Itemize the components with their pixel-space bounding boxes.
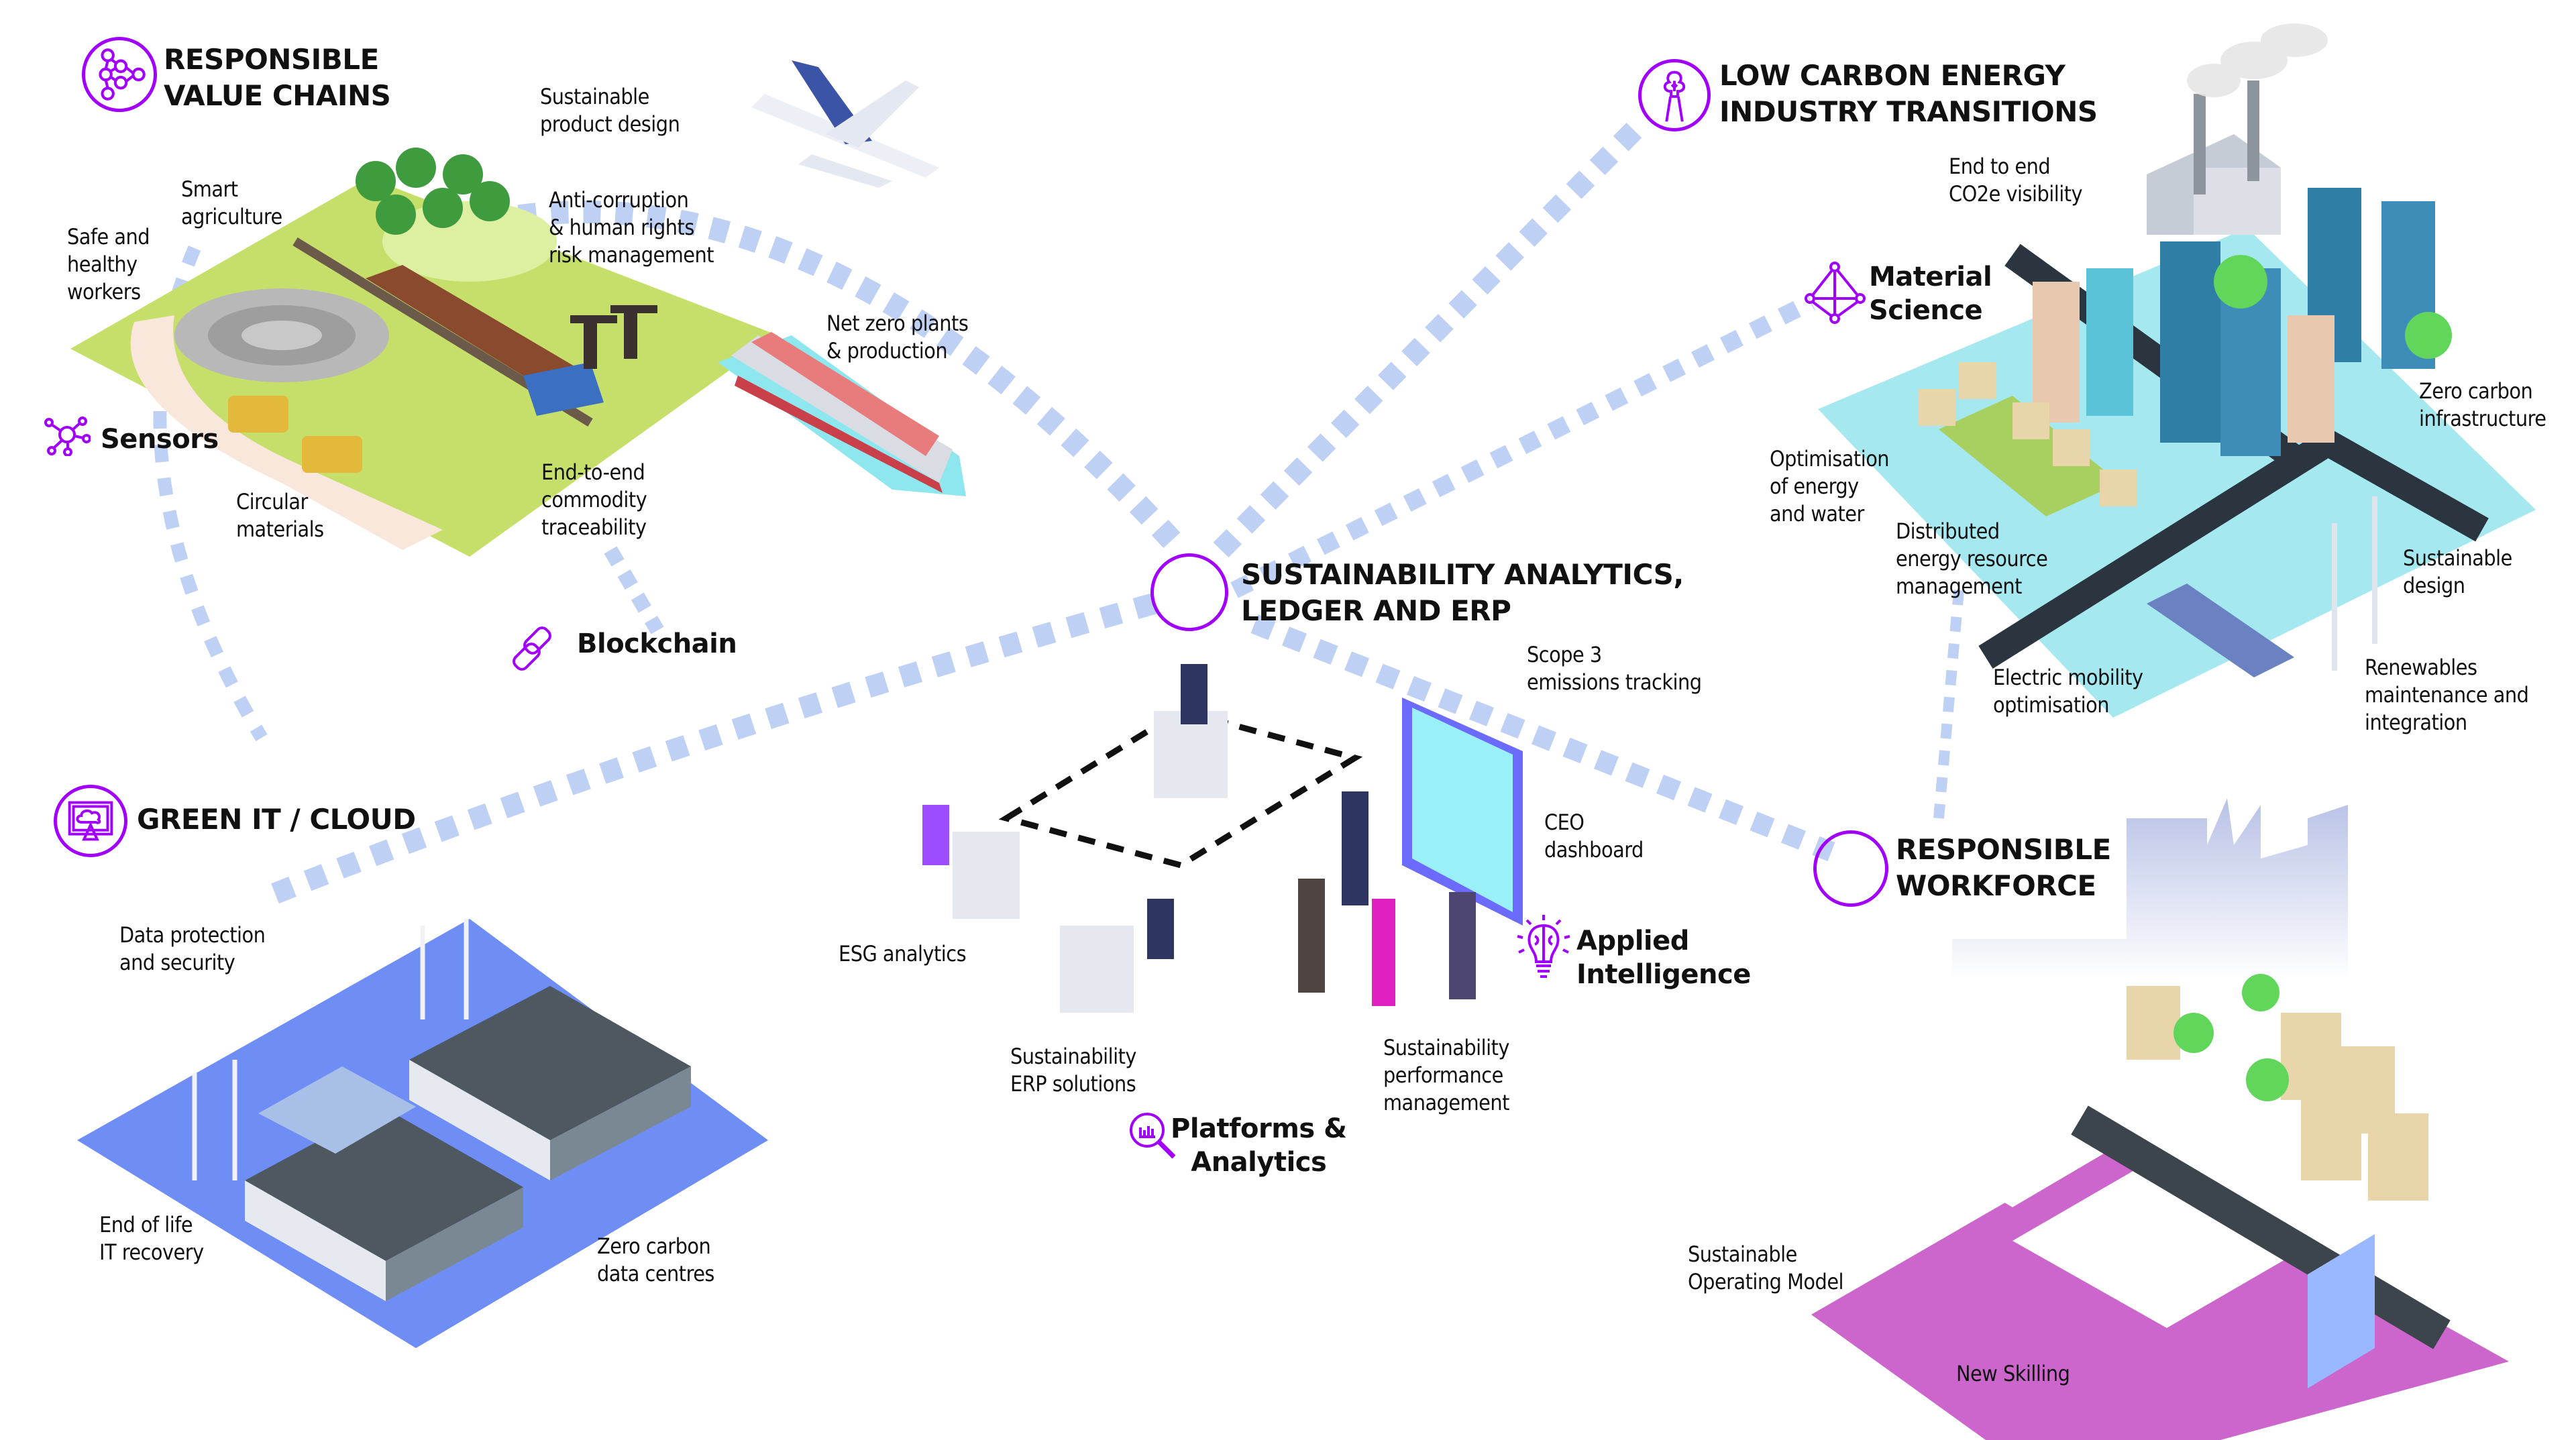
label-smart-agriculture: Smart agriculture	[181, 176, 282, 229]
capability-label: Sensors	[101, 424, 219, 455]
connector-energy-workforce	[1933, 590, 1964, 819]
airplane	[751, 60, 939, 188]
freight-train	[366, 265, 604, 416]
brain-bulb-icon	[1517, 915, 1570, 978]
empty-circle-icon	[1813, 830, 1888, 907]
connector-material-science	[1230, 294, 1815, 598]
trees-workforce	[2174, 974, 2289, 1101]
solar-panels	[258, 1066, 416, 1154]
label-data-centres: Zero carbon data centres	[597, 1233, 714, 1286]
pillar-title: RESPONSIBLE WORKFORCE	[1896, 833, 2111, 902]
value-chain-nodes-icon	[82, 37, 157, 112]
pillar-title: LOW CARBON ENERGY INDUSTRY TRANSITIONS	[1719, 59, 2098, 128]
pillar-title: RESPONSIBLE VALUE CHAINS	[164, 43, 391, 112]
label-erp-solutions: Sustainability ERP solutions	[1010, 1044, 1136, 1097]
pillar-title: GREEN IT / CLOUD	[137, 803, 416, 836]
mining-trucks	[228, 396, 362, 473]
oil-pumps	[570, 305, 657, 369]
label-co2e-visibility: End to end CO2e visibility	[1949, 154, 2083, 207]
label-distributed-energy: Distributed energy resource management	[1896, 518, 2048, 599]
value-chains-scene	[70, 148, 778, 557]
value-chains-ground	[70, 178, 778, 557]
workforce-scene	[1811, 798, 2509, 1440]
connector-green-it	[258, 593, 1157, 909]
skyline	[1952, 798, 2348, 979]
solar-field	[2147, 584, 2294, 677]
chimney-tree-icon	[1638, 59, 1711, 131]
label-circular-materials: Circular materials	[236, 489, 324, 542]
plantation-clearing	[382, 201, 557, 282]
wind-turbines	[2332, 496, 2377, 671]
label-data-protection: Data protection and security	[119, 922, 266, 975]
solar-houses	[2127, 986, 2428, 1201]
molecule-icon	[1805, 262, 1866, 324]
capability-label: Platforms & Analytics	[1171, 1113, 1347, 1178]
label-it-recovery: End of life IT recovery	[99, 1212, 204, 1265]
label-ceo-dashboard: CEO dashboard	[1544, 810, 1644, 863]
desk-top	[1154, 711, 1228, 798]
capability-label: Applied Intelligence	[1576, 926, 1751, 990]
trees	[2214, 255, 2452, 359]
label-operating-model: Sustainable Operating Model	[1688, 1241, 1844, 1294]
data-centre-1	[409, 986, 691, 1180]
label-zero-carbon-infrastructure: Zero carbon infrastructure	[2419, 378, 2546, 431]
hub-scene	[922, 664, 1523, 1013]
street	[2071, 1105, 2451, 1349]
label-performance-management: Sustainability performance management	[1383, 1035, 1509, 1115]
palm-trees	[356, 148, 510, 235]
network-nodes-icon	[44, 417, 91, 456]
chain-link-icon	[513, 626, 551, 671]
label-renewables: Renewables maintenance and integration	[2365, 655, 2529, 735]
capability-label: Blockchain	[577, 628, 737, 659]
label-anti-corruption: Anti-corruption & human rights risk mana…	[549, 187, 714, 268]
office-floor	[1898, 1073, 2127, 1207]
hub-title: SUSTAINABILITY ANALYTICS, LEDGER AND ERP	[1241, 558, 1684, 627]
empty-circle-icon	[1150, 553, 1228, 631]
label-new-skilling: New Skilling	[1956, 1361, 2070, 1386]
label-sustainable-design: Sustainable design	[2403, 545, 2512, 598]
label-electric-mobility: Electric mobility optimisation	[1993, 665, 2143, 718]
desk-left	[953, 832, 1020, 919]
workflow-path	[998, 708, 1363, 869]
container-ship	[718, 332, 966, 496]
green-it-scene	[77, 919, 768, 1348]
connector-low-carbon	[1213, 119, 1645, 558]
label-energy-water: Optimisation of energy and water	[1770, 446, 1890, 527]
towers	[2033, 188, 2435, 456]
label-commodity-traceability: End-to-end commodity traceability	[541, 459, 647, 540]
wind-turbines-it	[192, 919, 469, 1180]
energy-scene	[1818, 23, 2536, 718]
training-screen	[2308, 1234, 2375, 1388]
cloud-monitor-icon	[54, 785, 127, 857]
factory	[2147, 80, 2281, 235]
park-lawn	[1939, 396, 2120, 516]
label-safe-workers: Safe and healthy workers	[67, 224, 150, 304]
connector-workforce	[1250, 614, 1835, 861]
capability-label: Material Science	[1869, 262, 1992, 326]
data-centre-2	[245, 1107, 523, 1301]
mine-road	[130, 315, 443, 550]
label-net-zero-plants: Net zero plants & production	[826, 311, 969, 364]
connector-blockchain	[604, 546, 664, 634]
label-esg-analytics: ESG analytics	[839, 941, 967, 966]
ceo-dashboard-screen	[1402, 698, 1523, 926]
houses	[1919, 362, 2137, 506]
desk-bottom	[1060, 926, 1134, 1013]
label-sustainable-product-design: Sustainable product design	[540, 84, 680, 137]
magnifier-chart-icon	[1130, 1113, 1176, 1159]
training-floor	[2012, 1167, 2294, 1328]
people	[922, 664, 1476, 1006]
smoke	[2187, 23, 2328, 97]
label-scope3: Scope 3 emissions tracking	[1527, 642, 1702, 695]
